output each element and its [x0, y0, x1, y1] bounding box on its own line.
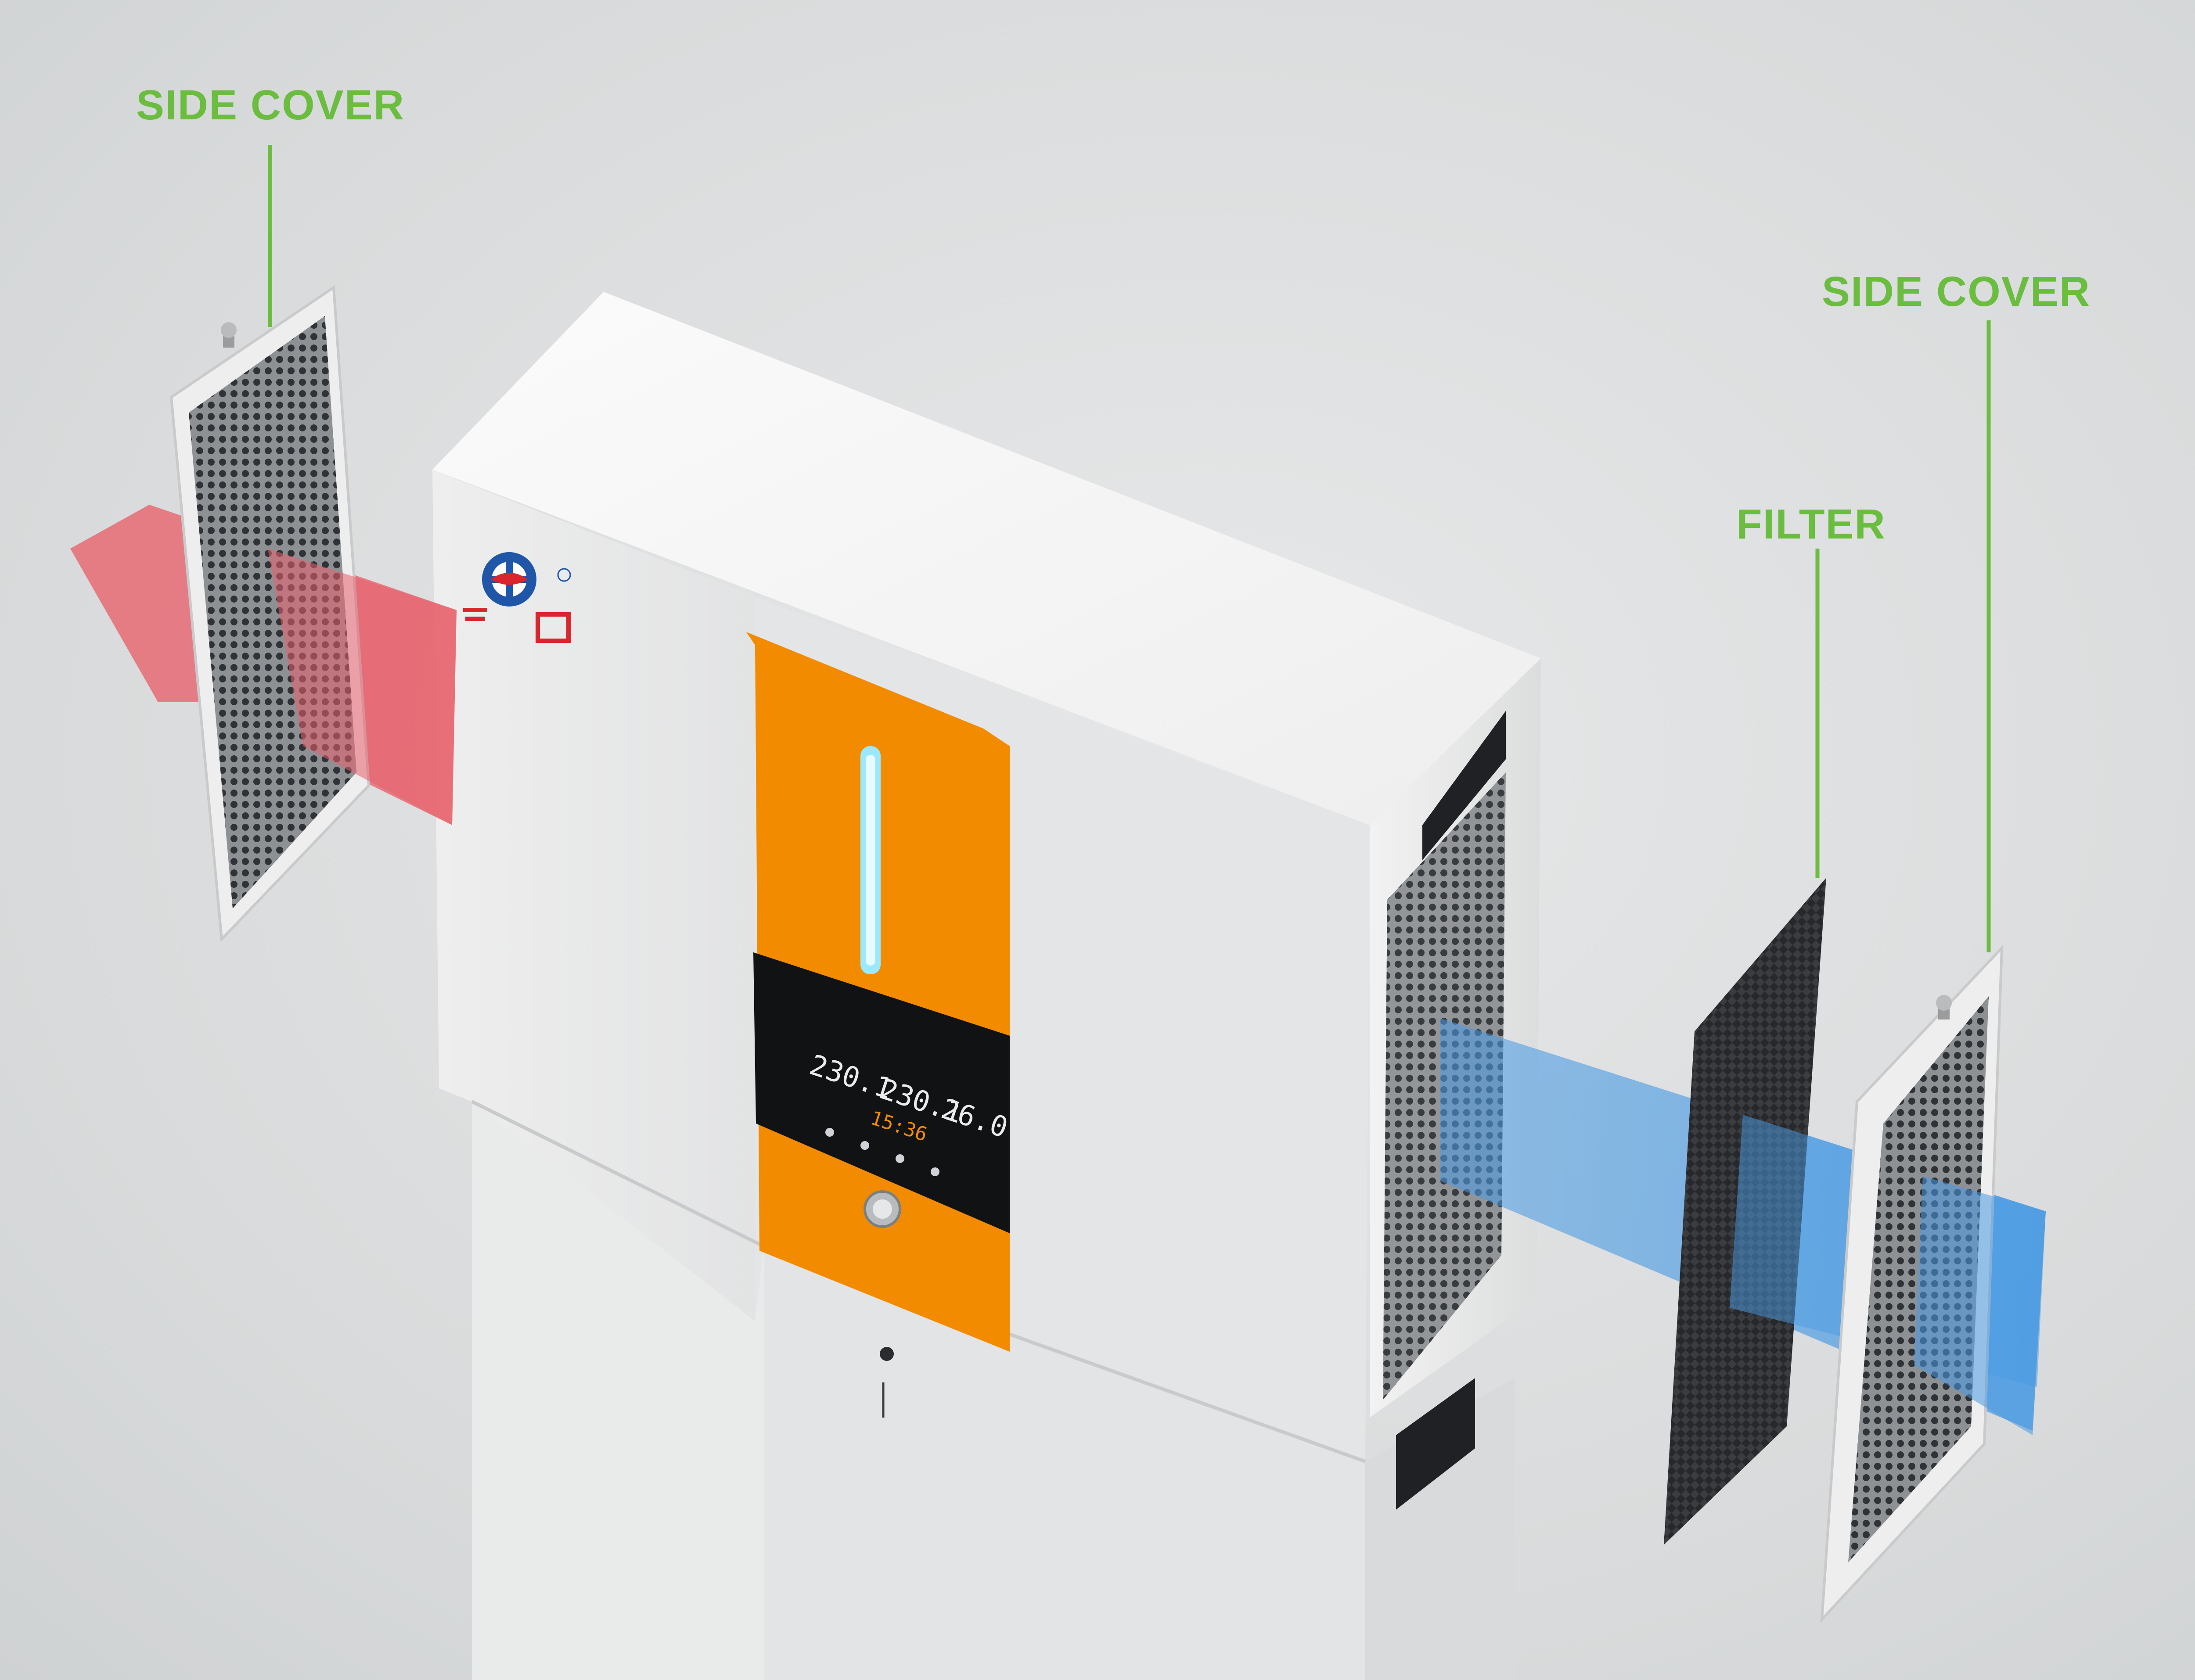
- touch-key[interactable]: [860, 1141, 869, 1150]
- lower-cabinet-right: [764, 1246, 1365, 1680]
- touch-key[interactable]: [825, 1128, 834, 1137]
- power-button-icon[interactable]: [864, 1190, 901, 1228]
- upper-handle-slot: [1422, 711, 1506, 860]
- cabinet-top: [432, 292, 1541, 825]
- cool-air-flow-exit: [1914, 1176, 2046, 1435]
- brand-logo-icon: [463, 552, 571, 643]
- hot-air-flow-overlay: [268, 549, 457, 825]
- indicator-led: [880, 1347, 894, 1361]
- touch-key[interactable]: [896, 1154, 904, 1163]
- label-side-cover-right: SIDE COVER: [1822, 268, 2091, 315]
- inverter-unit: 230.1 230.1 26.0 15:36: [432, 292, 1541, 1680]
- upper-cabinet-front-left: [432, 470, 755, 1321]
- touch-key[interactable]: [931, 1167, 939, 1176]
- label-side-cover-left: SIDE COVER: [136, 82, 405, 129]
- lower-handle-slot: [1396, 1378, 1475, 1510]
- label-filter: FILTER: [1736, 501, 1886, 548]
- lcd-display-panel: [753, 952, 1010, 1233]
- left-side-cover: [169, 285, 371, 942]
